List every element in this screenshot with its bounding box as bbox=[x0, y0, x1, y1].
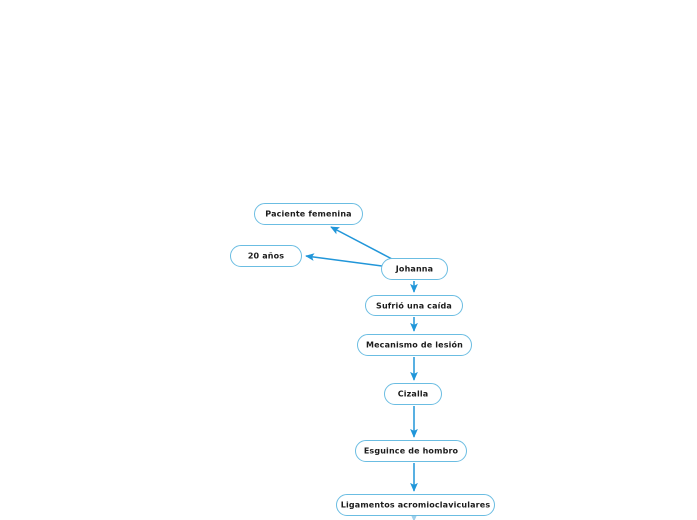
node-label: Mecanismo de lesión bbox=[366, 340, 463, 350]
node-label: Paciente femenina bbox=[265, 209, 352, 219]
node-johanna[interactable]: Johanna bbox=[381, 258, 448, 280]
node-20-anos[interactable]: 20 años bbox=[230, 245, 302, 267]
node-sufrio-una-caida[interactable]: Sufrió una caída bbox=[365, 295, 463, 316]
node-label: 20 años bbox=[247, 251, 285, 261]
node-label: Ligamentos acromioclaviculares bbox=[340, 500, 491, 510]
node-ligamentos-acromioclaviculares[interactable]: Ligamentos acromioclaviculares bbox=[336, 494, 495, 516]
node-label: Cizalla bbox=[397, 389, 429, 399]
node-label: Esguince de hombro bbox=[363, 446, 459, 456]
node-esguince-de-hombro[interactable]: Esguince de hombro bbox=[355, 440, 467, 462]
node-paciente-femenina[interactable]: Paciente femenina bbox=[254, 203, 363, 225]
node-mecanismo-de-lesion[interactable]: Mecanismo de lesión bbox=[357, 334, 472, 356]
node-label: Johanna bbox=[395, 264, 434, 274]
edge-johanna-to-20-anos bbox=[305, 253, 383, 267]
node-cizalla[interactable]: Cizalla bbox=[384, 383, 442, 405]
node-label: Sufrió una caída bbox=[376, 301, 452, 310]
edge-johanna-to-paciente-femenina bbox=[330, 226, 393, 260]
